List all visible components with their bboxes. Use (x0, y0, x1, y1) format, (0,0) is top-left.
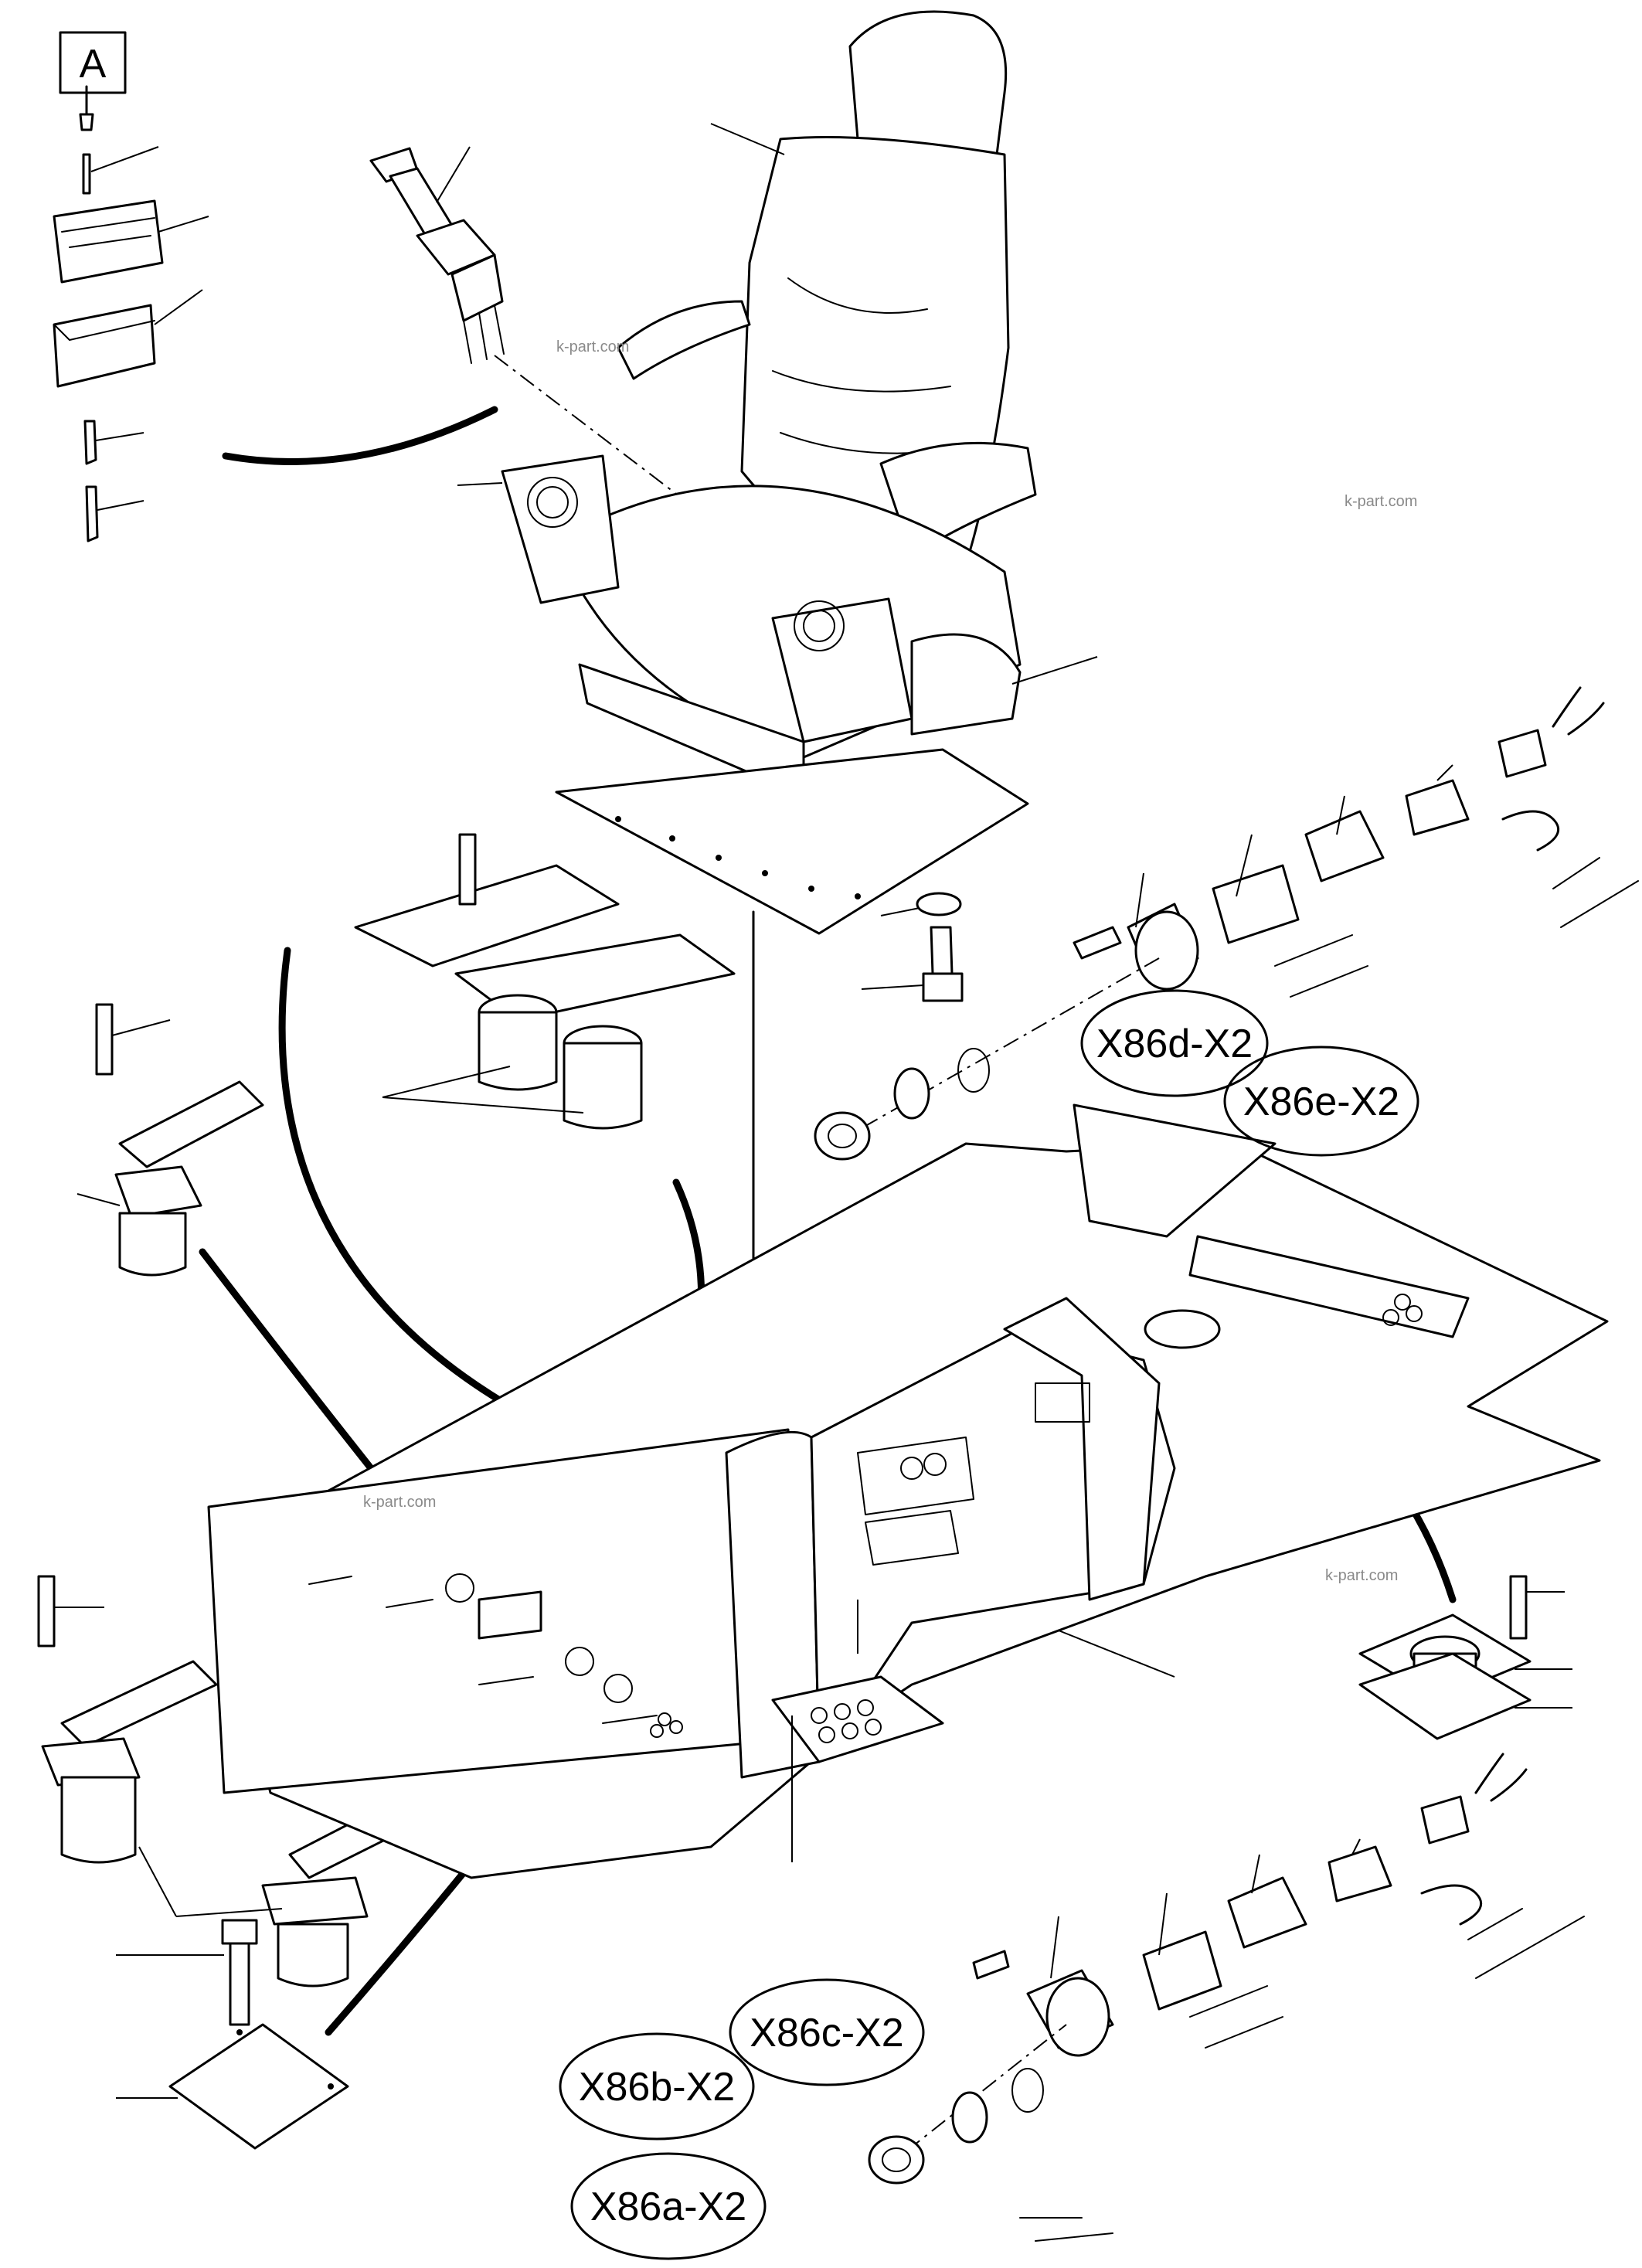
watermark-1: k-part.com (556, 338, 629, 355)
cab-floor-plate (207, 1103, 1609, 1879)
watermark-3: k-part.com (363, 1494, 436, 1511)
watermark-4: k-part.com (1325, 1567, 1398, 1584)
lower-connector-assembly (880, 1753, 1585, 2242)
label-x86c-text: X86c-X2 (750, 2011, 903, 2055)
lower-nut-and-rings (868, 2068, 1044, 2185)
foot-pedal-left-upper (76, 1003, 264, 1277)
operator-seat (457, 10, 1098, 797)
connector-label-x86d: X86d-X2 (1080, 989, 1269, 1097)
label-x86e-text: X86e-X2 (1243, 1080, 1399, 1124)
bolt-with-washer (861, 892, 964, 1002)
label-x86b-text: X86b-X2 (579, 2065, 735, 2110)
detail-a-connector-parts (53, 85, 498, 542)
foot-pedals-pair-top (354, 833, 736, 1130)
label-x86a-text: X86a-X2 (590, 2185, 746, 2229)
upper-connector-assembly (834, 686, 1639, 1144)
foot-pedal-left-lower (37, 1575, 218, 1864)
joystick (369, 146, 820, 604)
watermark-2: k-part.com (1345, 493, 1417, 510)
bottom-cover-plate (116, 1919, 349, 2150)
connector-label-x86b: X86b-X2 (559, 2032, 755, 2140)
view-marker-a: A (59, 31, 127, 94)
connector-label-x86a: X86a-X2 (570, 2152, 767, 2260)
right-mounting-flange (1358, 1575, 1572, 1740)
connector-label-x86e: X86e-X2 (1223, 1046, 1419, 1157)
view-marker-label: A (80, 42, 107, 87)
label-x86d-text: X86d-X2 (1096, 1022, 1253, 1066)
connector-label-x86c: X86c-X2 (729, 1978, 925, 2086)
upper-nut-and-rings (814, 1048, 990, 1161)
